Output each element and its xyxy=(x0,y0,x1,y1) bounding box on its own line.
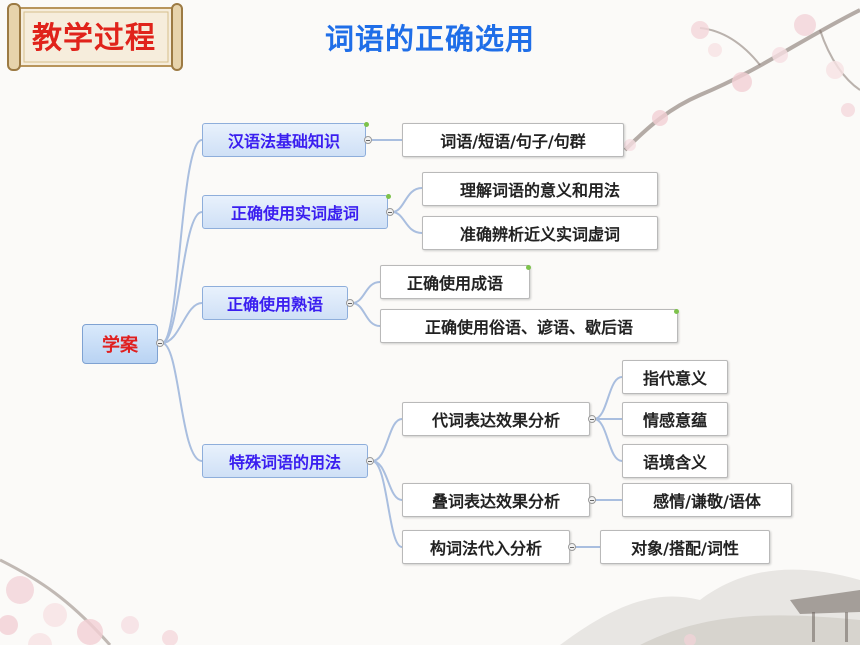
note-marker-icon xyxy=(386,194,391,199)
leaf-label: 词语/短语/句子/句群 xyxy=(440,132,586,151)
collapse-icon[interactable] xyxy=(346,299,354,307)
note-marker-icon xyxy=(674,309,679,314)
leaf-label: 正确使用俗语、谚语、歇后语 xyxy=(424,318,633,337)
collapse-icon[interactable] xyxy=(386,208,394,216)
leaf-label: 准确辨析近义实词虚词 xyxy=(459,225,620,244)
title-scroll-banner xyxy=(7,3,183,71)
leaf-label: 感情/谦敬/语体 xyxy=(653,492,761,511)
note-marker-icon xyxy=(526,265,531,270)
leaf-label: 指代意义 xyxy=(642,369,707,388)
branch-label: 特殊词语的用法 xyxy=(228,453,341,472)
leaf-label: 语境含义 xyxy=(642,453,707,472)
leaf-understand-meaning[interactable]: 理解词语的意义和用法 xyxy=(422,172,658,206)
collapse-icon[interactable] xyxy=(364,136,372,144)
sub-label: 构词法代入分析 xyxy=(429,539,542,558)
collapse-icon[interactable] xyxy=(156,339,164,347)
collapse-icon[interactable] xyxy=(568,543,576,551)
mindmap-root[interactable]: 学案 xyxy=(82,324,158,364)
bottom-right-landscape xyxy=(560,569,860,645)
branch-grammar-basics[interactable]: 汉语法基础知识 xyxy=(202,123,366,157)
leaf-label: 对象/搭配/词性 xyxy=(631,539,739,558)
sub-pronoun-effect[interactable]: 代词表达效果分析 xyxy=(402,402,590,436)
section-title: 教学过程 xyxy=(32,21,156,56)
top-right-blossom-branch xyxy=(623,8,860,152)
branch-label: 正确使用熟语 xyxy=(226,295,323,314)
leaf-label: 情感意蕴 xyxy=(642,411,707,430)
sub-label: 叠词表达效果分析 xyxy=(431,492,560,511)
leaf-word-phrase-sentence[interactable]: 词语/短语/句子/句群 xyxy=(402,123,624,157)
collapse-icon[interactable] xyxy=(588,496,596,504)
leaf-distinguish-synonyms[interactable]: 准确辨析近义实词虚词 xyxy=(422,216,658,250)
branch-label: 正确使用实词虚词 xyxy=(230,204,359,223)
branch-label: 汉语法基础知识 xyxy=(227,132,340,151)
branch-content-function-words[interactable]: 正确使用实词虚词 xyxy=(202,195,388,229)
leaf-context-meaning[interactable]: 语境含义 xyxy=(622,444,728,478)
leaf-proverbs[interactable]: 正确使用俗语、谚语、歇后语 xyxy=(380,309,678,343)
branch-idioms[interactable]: 正确使用熟语 xyxy=(202,286,348,320)
leaf-chengyu[interactable]: 正确使用成语 xyxy=(380,265,530,299)
sub-reduplication-effect[interactable]: 叠词表达效果分析 xyxy=(402,483,590,517)
bottom-left-blossoms xyxy=(0,558,178,645)
leaf-object-collocation-pos[interactable]: 对象/搭配/词性 xyxy=(600,530,770,564)
leaf-label: 正确使用成语 xyxy=(406,274,503,293)
branch-special-words[interactable]: 特殊词语的用法 xyxy=(202,444,368,478)
sub-word-formation[interactable]: 构词法代入分析 xyxy=(402,530,570,564)
note-marker-icon xyxy=(364,122,369,127)
leaf-emotion-respect-style[interactable]: 感情/谦敬/语体 xyxy=(622,483,792,517)
leaf-reference-meaning[interactable]: 指代意义 xyxy=(622,360,728,394)
leaf-label: 理解词语的意义和用法 xyxy=(459,181,620,200)
collapse-icon[interactable] xyxy=(366,457,374,465)
sub-label: 代词表达效果分析 xyxy=(431,411,560,430)
collapse-icon[interactable] xyxy=(588,415,596,423)
page-title: 词语的正确选用 xyxy=(324,22,535,56)
root-label: 学案 xyxy=(102,335,138,356)
leaf-emotional-implication[interactable]: 情感意蕴 xyxy=(622,402,728,436)
